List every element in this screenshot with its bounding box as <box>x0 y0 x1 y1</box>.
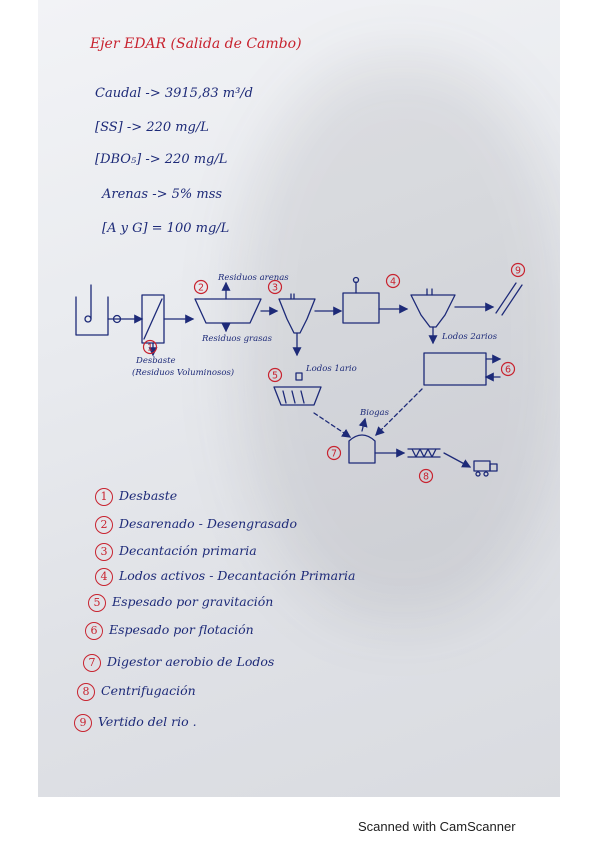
legend-number: 1 <box>95 488 113 506</box>
legend-text: Desarenado - Desengrasado <box>119 516 297 531</box>
legend-text: Desbaste <box>119 488 178 503</box>
legend-text: Lodos activos - Decantación Primaria <box>119 568 356 583</box>
page-title: Ejer EDAR (Salida de Cambo) <box>90 36 302 52</box>
label-desbaste: Desbaste <box>135 356 176 366</box>
step-number-circle <box>510 262 526 278</box>
step-number-circle <box>267 367 283 383</box>
label-residuos-grasas: Residuos grasas <box>201 334 273 344</box>
sludge-arrow <box>313 412 352 438</box>
flotation-thickener <box>423 352 487 386</box>
step-number: 9 <box>515 266 521 277</box>
legend-number: 2 <box>95 516 113 534</box>
legend-number: 5 <box>88 594 106 612</box>
legend-number: 8 <box>77 683 95 701</box>
legend-item: 1 Desbaste <box>95 488 177 506</box>
sludge-arrow <box>375 388 423 436</box>
legend-item: 9 Vertido del rio . <box>74 714 197 732</box>
step-number: 8 <box>423 472 429 483</box>
label-biogas: Biogas <box>359 408 390 418</box>
centrifuge <box>407 448 441 458</box>
step-number: 5 <box>272 371 278 382</box>
primary-clarifier <box>278 298 316 334</box>
param-caudal: Caudal -> 3915,83 m³/d <box>95 86 253 101</box>
thickener-hatch <box>282 390 305 404</box>
param-ayg: [A y G] = 100 mg/L <box>102 221 230 236</box>
step-number-circle <box>193 279 209 295</box>
bar-screen-hatch <box>143 298 163 340</box>
legend-item: 6 Espesado por flotación <box>85 622 254 640</box>
legend-text: Digestor aerobio de Lodos <box>107 654 275 669</box>
grit-chamber <box>194 298 262 324</box>
step-number: 3 <box>272 283 278 294</box>
truck-wheel <box>475 471 481 477</box>
legend-number: 7 <box>83 654 101 672</box>
digester <box>348 434 376 464</box>
legend-text: Decantación primaria <box>119 543 257 558</box>
step-number: 6 <box>505 365 511 376</box>
hand-shadow <box>238 60 560 620</box>
step-number: 7 <box>331 449 337 460</box>
step-number: 4 <box>390 277 396 288</box>
param-ss: [SS] -> 220 mg/L <box>95 120 209 135</box>
secondary-clarifier <box>410 294 456 328</box>
truck-body <box>473 460 491 472</box>
legend-text: Espesado por flotación <box>109 622 254 637</box>
pump-icon <box>112 314 122 324</box>
legend-text: Vertido del rio . <box>98 714 197 729</box>
step-number-circle <box>385 273 401 289</box>
scanner-watermark: Scanned with CamScanner <box>358 819 516 834</box>
mixer-blade <box>84 315 92 323</box>
flow-arrow <box>443 452 472 468</box>
label-residuos-voluminosos: (Residuos Voluminosos) <box>132 367 234 378</box>
legend-number: 4 <box>95 568 113 586</box>
step-number-circle <box>267 279 283 295</box>
clarifier-inlet <box>426 288 433 296</box>
legend-number: 3 <box>95 543 113 561</box>
legend-item: 2 Desarenado - Desengrasado <box>95 516 297 534</box>
gravity-thickener <box>273 386 322 406</box>
legend-item: 3 Decantación primaria <box>95 543 257 561</box>
step-number: 2 <box>198 283 204 294</box>
param-dbo5: [DBO₅] -> 220 mg/L <box>95 152 228 167</box>
step-number-circle <box>326 445 342 461</box>
legend-item: 5 Espesado por gravitación <box>88 594 273 612</box>
truck-cab <box>489 463 498 472</box>
step-number-circle <box>142 339 158 355</box>
process-flow-sketch: Residuos arenas Residuos grasas Desbaste… <box>75 262 526 484</box>
legend-item: 8 Centrifugación <box>77 683 196 701</box>
label-lodos-2arios: Lodos 2arios <box>441 332 498 342</box>
legend-text: Centrifugación <box>101 683 196 698</box>
aeration-tank <box>342 292 380 324</box>
outfall-channel <box>495 282 523 316</box>
legend-item: 7 Digestor aerobio de Lodos <box>83 654 274 672</box>
process-diagram: Residuos arenas Residuos grasas Desbaste… <box>38 255 560 499</box>
clarifier-inlet <box>290 293 295 300</box>
label-lodos-1ario: Lodos 1ario <box>305 364 357 374</box>
param-arenas: Arenas -> 5% mss <box>102 187 223 202</box>
inlet-tank <box>75 296 109 336</box>
aerator-head <box>352 276 360 284</box>
legend-number: 9 <box>74 714 92 732</box>
step-number-circle <box>500 361 516 377</box>
legend-number: 6 <box>85 622 103 640</box>
step-number-circle <box>418 468 434 484</box>
step-number: 1 <box>147 343 153 354</box>
label-residuos-arenas: Residuos arenas <box>217 273 289 283</box>
biogas-arrow <box>358 417 368 432</box>
thickener-inlet <box>295 372 303 381</box>
legend-text: Espesado por gravitación <box>112 594 274 609</box>
scanned-paper: Ejer EDAR (Salida de Cambo) Caudal -> 39… <box>38 0 560 797</box>
truck-wheel <box>483 471 489 477</box>
legend-item: 4 Lodos activos - Decantación Primaria <box>95 568 355 586</box>
